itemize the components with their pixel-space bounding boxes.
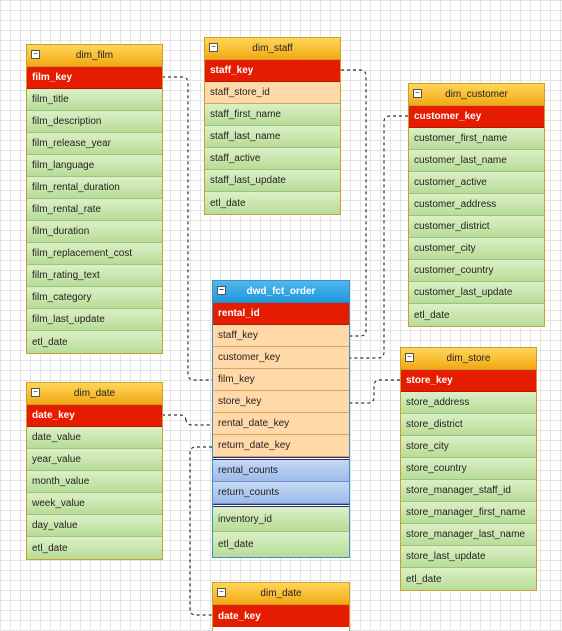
table-row[interactable]: film_language	[27, 155, 162, 177]
table-header[interactable]: − dim_staff	[205, 38, 340, 60]
minus-icon[interactable]: −	[31, 388, 40, 397]
table-header[interactable]: − dim_film	[27, 45, 162, 67]
table-title: dim_date	[260, 588, 302, 599]
table-row[interactable]: rental_date_key	[213, 413, 349, 435]
link-store-key	[350, 379, 400, 404]
table-row[interactable]: rental_id	[213, 303, 349, 325]
table-title: dim_staff	[252, 43, 293, 54]
table-row[interactable]: etl_date	[27, 331, 162, 353]
table-row[interactable]: film_last_update	[27, 309, 162, 331]
table-row[interactable]: staff_key	[213, 325, 349, 347]
minus-icon[interactable]: −	[31, 50, 40, 59]
table-row[interactable]: customer_country	[409, 260, 544, 282]
table-row[interactable]: etl_date	[27, 537, 162, 559]
table-row[interactable]: customer_last_update	[409, 282, 544, 304]
table-row[interactable]: customer_last_name	[409, 150, 544, 172]
table-row[interactable]: store_manager_last_name	[401, 524, 536, 546]
table-row[interactable]: return_counts	[213, 482, 349, 504]
table-row[interactable]: customer_city	[409, 238, 544, 260]
section-divider	[213, 457, 349, 460]
table-header[interactable]: − dim_date	[213, 583, 349, 605]
table-row[interactable]: staff_active	[205, 148, 340, 170]
table-row[interactable]: etl_date	[205, 192, 340, 214]
table-header[interactable]: − dim_store	[401, 348, 536, 370]
minus-icon[interactable]: −	[405, 353, 414, 362]
table-row[interactable]: week_value	[27, 493, 162, 515]
link-return-date-key	[189, 446, 212, 616]
table-row[interactable]: staff_last_name	[205, 126, 340, 148]
table-row[interactable]: film_duration	[27, 221, 162, 243]
table-row[interactable]: store_city	[401, 436, 536, 458]
table-row[interactable]: store_last_update	[401, 546, 536, 568]
table-row[interactable]: store_district	[401, 414, 536, 436]
table-title: dim_customer	[445, 89, 508, 100]
minus-icon[interactable]: −	[413, 89, 422, 98]
table-row[interactable]: film_replacement_cost	[27, 243, 162, 265]
table-row[interactable]: customer_first_name	[409, 128, 544, 150]
table-row[interactable]: store_manager_first_name	[401, 502, 536, 524]
table-row[interactable]: film_release_year	[27, 133, 162, 155]
table-row[interactable]: film_category	[27, 287, 162, 309]
table-row[interactable]: date_key	[213, 605, 349, 627]
table-row[interactable]: customer_active	[409, 172, 544, 194]
table-row[interactable]: etl_date	[409, 304, 544, 326]
minus-icon[interactable]: −	[209, 43, 218, 52]
table-row[interactable]: customer_district	[409, 216, 544, 238]
table-row[interactable]: store_manager_staff_id	[401, 480, 536, 502]
table-dim-date[interactable]: − dim_date date_key date_value year_valu…	[26, 382, 163, 560]
table-dwd-fct-order[interactable]: − dwd_fct_order rental_id staff_key cust…	[212, 280, 350, 558]
table-row[interactable]: staff_store_id	[205, 82, 340, 104]
table-dim-store[interactable]: − dim_store store_key store_address stor…	[400, 347, 537, 591]
table-row[interactable]: film_title	[27, 89, 162, 111]
table-row[interactable]: staff_key	[205, 60, 340, 82]
table-title: dim_date	[73, 388, 116, 399]
table-row[interactable]: inventory_id	[213, 507, 349, 532]
table-title: dwd_fct_order	[246, 286, 316, 297]
table-row[interactable]: film_rental_duration	[27, 177, 162, 199]
table-row[interactable]: return_date_key	[213, 435, 349, 457]
table-row[interactable]: day_value	[27, 515, 162, 537]
table-row[interactable]: customer_address	[409, 194, 544, 216]
table-row[interactable]: film_key	[213, 369, 349, 391]
table-header[interactable]: − dim_customer	[409, 84, 544, 106]
section-divider	[213, 504, 349, 507]
table-row[interactable]: date_value	[27, 427, 162, 449]
table-title: dim_film	[75, 50, 114, 61]
table-header[interactable]: − dim_date	[27, 383, 162, 405]
table-row[interactable]: film_key	[27, 67, 162, 89]
table-dim-film[interactable]: − dim_film film_key film_title film_desc…	[26, 44, 163, 354]
table-row[interactable]: month_value	[27, 471, 162, 493]
table-row[interactable]: film_description	[27, 111, 162, 133]
table-row[interactable]: store_country	[401, 458, 536, 480]
table-row[interactable]: date_key	[27, 405, 162, 427]
table-row[interactable]: etl_date	[401, 568, 536, 590]
table-row[interactable]: rental_counts	[213, 460, 349, 482]
table-dim-staff[interactable]: − dim_staff staff_key staff_store_id sta…	[204, 37, 341, 215]
table-row[interactable]: film_rental_rate	[27, 199, 162, 221]
table-dim-date-return[interactable]: − dim_date date_key	[212, 582, 350, 631]
table-row[interactable]: staff_last_update	[205, 170, 340, 192]
link-rental-date-key	[162, 414, 212, 426]
table-title: dim_store	[446, 353, 491, 364]
table-row[interactable]: customer_key	[409, 106, 544, 128]
table-row[interactable]: store_key	[213, 391, 349, 413]
table-row[interactable]: film_rating_text	[27, 265, 162, 287]
minus-icon[interactable]: −	[217, 286, 226, 295]
table-dim-customer[interactable]: − dim_customer customer_key customer_fir…	[408, 83, 545, 327]
link-customer-key	[350, 115, 408, 359]
table-row[interactable]: etl_date	[213, 532, 349, 557]
table-row[interactable]: store_address	[401, 392, 536, 414]
table-row[interactable]: customer_key	[213, 347, 349, 369]
table-header[interactable]: − dwd_fct_order	[213, 281, 349, 303]
table-row[interactable]: staff_first_name	[205, 104, 340, 126]
table-row[interactable]: store_key	[401, 370, 536, 392]
table-row[interactable]: year_value	[27, 449, 162, 471]
minus-icon[interactable]: −	[217, 588, 226, 597]
